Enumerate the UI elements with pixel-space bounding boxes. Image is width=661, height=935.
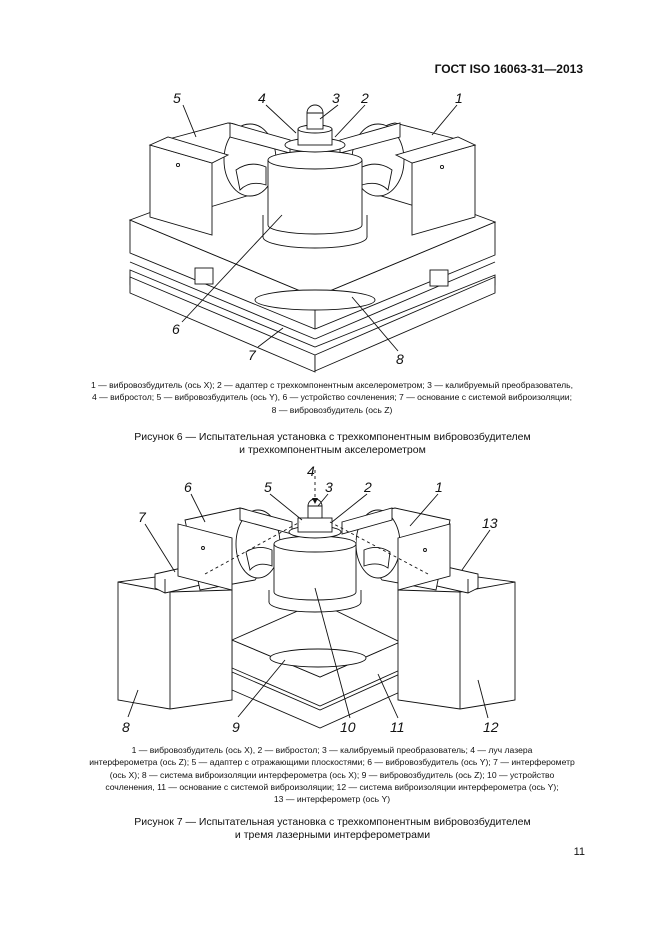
fig6-callout-2: 2 <box>360 90 369 106</box>
fig7-callout-11: 11 <box>390 719 405 735</box>
page-number: 11 <box>573 846 585 858</box>
legend-line: 4 — вибростол; 5 — вибровозбудитель (ось… <box>92 392 572 403</box>
legend-line: 13 — интерферометр (ось Y) <box>273 794 391 805</box>
fig6-callout-3: 3 <box>332 90 340 106</box>
fig7-callout-8: 8 <box>122 719 130 735</box>
fig6-callout-6: 6 <box>172 321 180 337</box>
fig7-callout-13: 13 <box>482 515 498 531</box>
legend-line: 1 — вибровозбудитель (ось X); 2 — адапте… <box>91 380 573 390</box>
fig6-callout-5: 5 <box>173 90 181 106</box>
fig7-callout-10: 10 <box>340 719 356 735</box>
fig7-callout-12: 12 <box>483 719 499 735</box>
figure-6-drawing: 5 4 3 2 1 6 7 8 <box>0 85 661 375</box>
fig7-callout-4: 4 <box>307 463 315 479</box>
figure-7-caption: Рисунок 7 — Испытательная установка с тр… <box>60 816 605 842</box>
legend-line: (ось X); 8 — система виброизоляции интер… <box>109 769 555 780</box>
figure-6-legend: 1 — вибровозбудитель (ось X); 2 — адапте… <box>58 379 606 416</box>
legend-line: 1 — вибровозбудитель (ось X), 2 — виброс… <box>131 745 533 755</box>
fig6-callout-1: 1 <box>455 90 463 106</box>
fig7-callout-2: 2 <box>363 479 372 495</box>
legend-line: 8 — вибровозбудитель (ось Z) <box>271 404 393 415</box>
fig7-callout-1: 1 <box>435 479 443 495</box>
figure-6-caption: Рисунок 6 — Испытательная установка с тр… <box>60 431 605 457</box>
caption-line: Рисунок 7 — Испытательная установка с тр… <box>134 816 531 828</box>
caption-line: Рисунок 6 — Испытательная установка с тр… <box>134 431 531 443</box>
legend-line: интерферометра (ось Z); 5 — адаптер с от… <box>89 757 575 768</box>
figure-7-legend: 1 — вибровозбудитель (ось X), 2 — виброс… <box>58 744 606 805</box>
caption-line: и тремя лазерными интерферометрами <box>234 829 431 841</box>
caption-line: и трехкомпонентным акселерометром <box>239 444 426 456</box>
legend-line: сочленения, 11 — основание с системой ви… <box>105 781 559 792</box>
fig7-callout-7: 7 <box>138 509 147 525</box>
fig7-callout-9: 9 <box>232 719 240 735</box>
fig6-callout-8: 8 <box>396 351 404 367</box>
figure-7-drawing: 6 5 4 3 2 1 7 13 8 9 10 11 12 <box>0 462 661 737</box>
fig6-callout-4: 4 <box>258 90 266 106</box>
standard-designation: ГОСТ ISO 16063-31—2013 <box>434 62 583 76</box>
fig7-callout-6: 6 <box>184 479 192 495</box>
fig7-callout-5: 5 <box>264 479 272 495</box>
fig7-callout-3: 3 <box>325 479 333 495</box>
fig6-callout-7: 7 <box>248 347 257 363</box>
